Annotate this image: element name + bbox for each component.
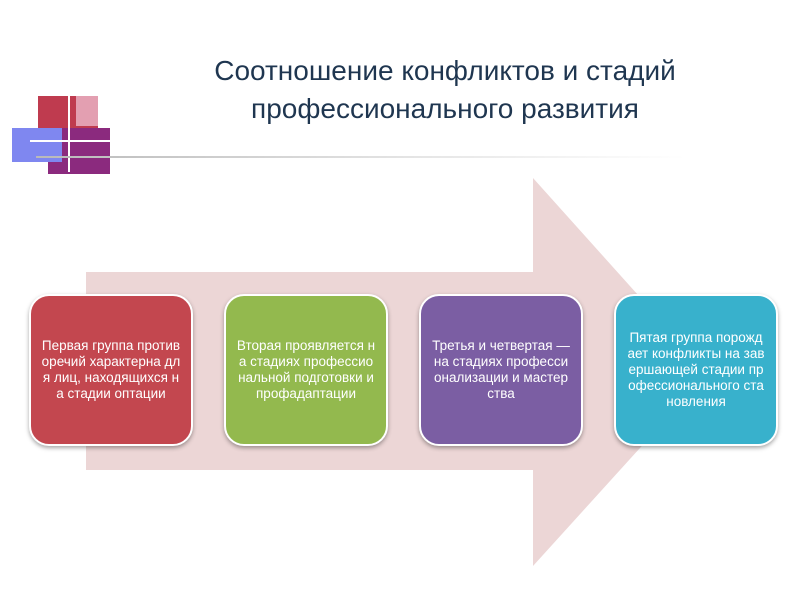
slide-title-line-1: Соотношение конфликтов и стадий (214, 55, 676, 86)
decor-line-horizontal (30, 140, 110, 142)
stage-box-1: Первая группа противоречий характерна дл… (29, 294, 193, 446)
stage-text-4: Пятая группа порождает конфликты на заве… (627, 330, 765, 409)
stage-box-2: Вторая проявляется на стадиях профессион… (224, 294, 388, 446)
title-divider (36, 156, 686, 158)
stage-text-3: Третья и четвертая — на стадиях професси… (432, 338, 570, 401)
decor-square-pink (76, 96, 98, 126)
progress-arrow-shape (86, 178, 708, 566)
stage-box-3: Третья и четвертая — на стадиях професси… (419, 294, 583, 446)
slide-title: Соотношение конфликтов и стадий професси… (140, 52, 750, 128)
stage-text-2: Вторая проявляется на стадиях профессион… (236, 338, 376, 401)
slide-title-line-2: профессионального развития (251, 93, 639, 124)
stage-text-1: Первая группа противоречий характерна дл… (41, 338, 181, 401)
stage-box-4: Пятая группа порождает конфликты на заве… (614, 294, 778, 446)
decor-line-vertical (68, 88, 70, 172)
